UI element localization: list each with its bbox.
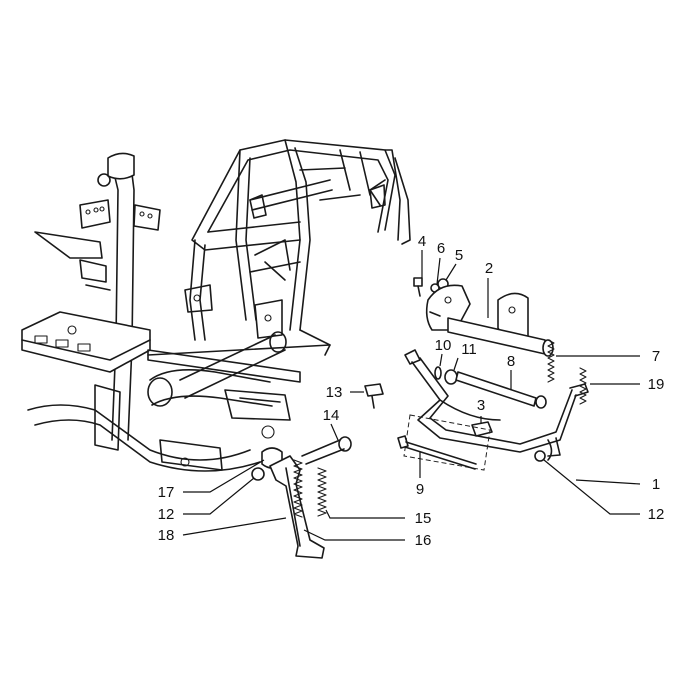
callout-2: 2 — [485, 260, 493, 277]
nut-12-right — [534, 450, 546, 462]
nut-12-left — [251, 467, 265, 481]
bolt-13 — [364, 383, 384, 409]
bushing-11 — [444, 369, 458, 385]
center-stand-assembly — [397, 277, 589, 471]
callout-12-left: 12 — [158, 506, 175, 523]
callout-14: 14 — [323, 407, 340, 424]
callout-3: 3 — [477, 397, 485, 414]
callout-12-right: 12 — [648, 506, 665, 523]
callout-4: 4 — [418, 233, 426, 250]
spring-16 — [293, 459, 303, 518]
callout-17: 17 — [158, 484, 175, 501]
callout-13: 13 — [326, 384, 343, 401]
callout-18: 18 — [158, 527, 175, 544]
center-stand-1 — [404, 349, 589, 461]
callout-labels: 4 6 5 2 7 19 8 10 11 3 9 1 12 13 14 17 1… — [158, 233, 665, 549]
callout-15: 15 — [415, 510, 432, 527]
bolt-14 — [301, 436, 352, 465]
callout-8: 8 — [507, 353, 515, 370]
bolt-4 — [413, 277, 423, 297]
scooter-frame — [21, 139, 411, 472]
callout-16: 16 — [415, 532, 432, 549]
callout-5: 5 — [455, 247, 463, 264]
spring-15 — [317, 467, 327, 517]
bolt-9 — [397, 435, 477, 470]
callout-10: 10 — [435, 337, 452, 354]
callout-19: 19 — [648, 376, 665, 393]
o-ring-10 — [434, 366, 442, 380]
callout-6: 6 — [437, 240, 445, 257]
side-stand-assembly — [251, 383, 384, 559]
callout-1: 1 — [652, 476, 660, 493]
bracket-2 — [425, 284, 554, 357]
leader-lines — [182, 250, 641, 541]
spring-7 — [547, 339, 555, 383]
callout-11: 11 — [461, 341, 477, 358]
pin-8 — [455, 371, 547, 409]
callout-9: 9 — [416, 481, 424, 498]
callout-7: 7 — [652, 348, 660, 365]
